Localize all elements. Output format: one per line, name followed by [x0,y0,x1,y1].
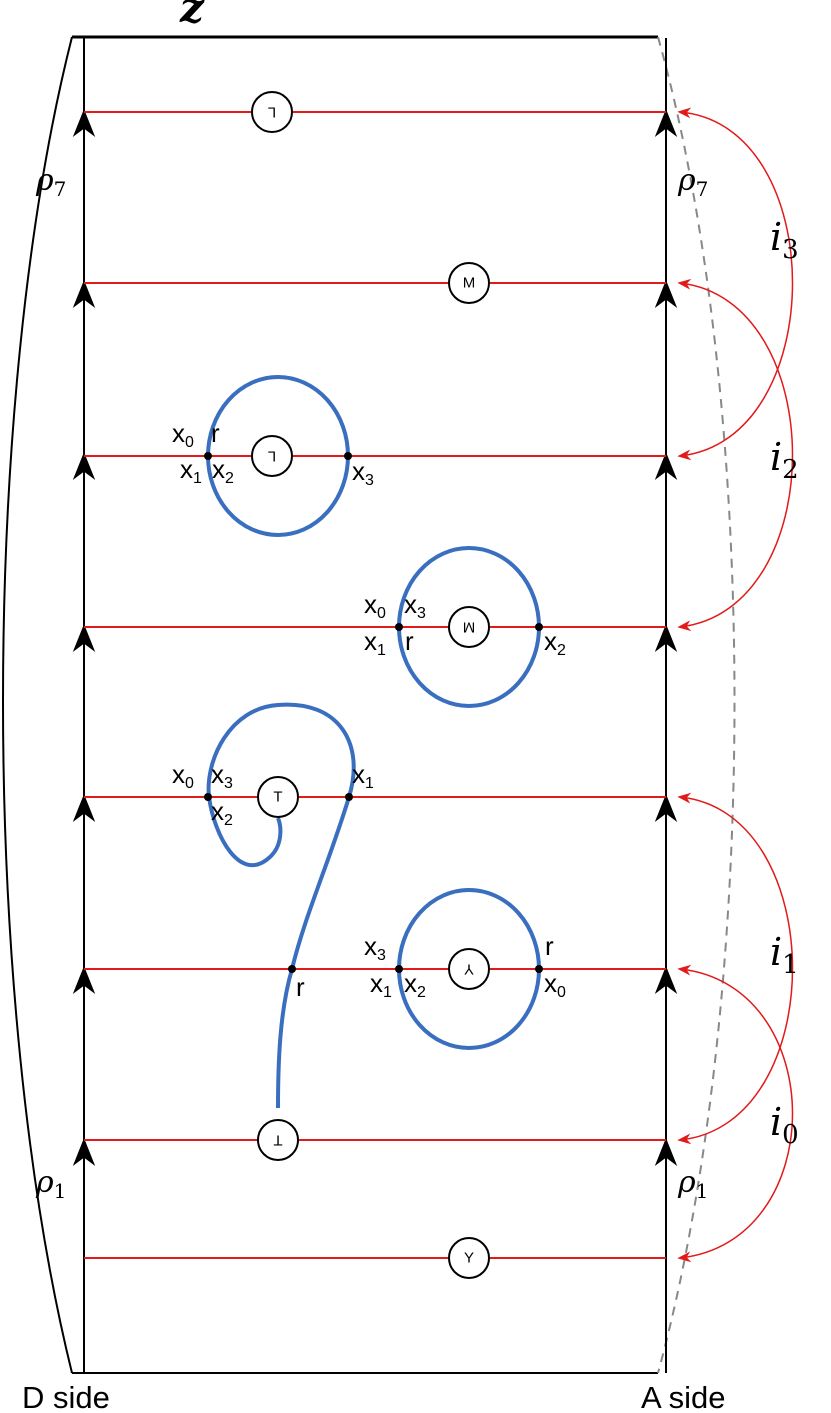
pt-p2-x3: x3 [404,589,426,622]
pt-p1-x2: x2 [212,454,234,487]
node-label-L-top: L [268,104,276,121]
arrow-i2 [677,278,794,632]
node-circle-M-plain [448,262,490,304]
top-label: z [179,0,205,32]
arrow-i1 [677,792,794,1145]
junction-points [204,452,543,973]
pt-p2-x1: x1 [364,626,386,659]
pt-p3-x2: x2 [211,796,233,829]
pt-p1-x1: x1 [180,454,202,487]
arrow-i3 [677,107,794,461]
label-i3: i3 [770,215,799,265]
pt-p1-r: r [211,418,220,448]
cylinder-frame [2,35,736,1374]
arrow-i0 [677,964,794,1263]
pt-p3-x0: x0 [172,759,194,792]
pt-p4-x0: x0 [544,968,566,1001]
node-label-T-rot: T [273,1132,282,1149]
node-label-Y-rot: Y [464,961,474,978]
pt-p4-x2: x2 [404,968,426,1001]
node-circle-T-rot [257,1119,299,1161]
pt-p4-r: r [545,931,554,961]
red-horizontal-lines [84,111,666,1259]
node-circles [251,91,490,1279]
pt-p3-x1: x1 [352,759,374,792]
pt-p2-r: r [405,626,414,656]
rho-bottom-right: ρ1 [677,1165,708,1203]
node-circle-T-plain [257,776,299,818]
identification-arrows [677,107,794,1263]
rho-bottom-left: ρ1 [35,1165,66,1203]
node-circle-Y-rot [448,948,490,990]
pt-p1-x0: x0 [172,418,194,451]
node-label-M-rot: M [463,619,476,636]
blue-tail-curve [206,702,356,1109]
pt-p4-x3: x3 [364,931,386,964]
left-ellipse-arc [2,36,73,1374]
node-circle-M-rot [448,606,490,648]
pt-p2-x2: x2 [544,626,566,659]
side-label-a: A side [641,1380,725,1413]
right-dashed-arc [657,36,736,1374]
pt-p4-r-mid: r [296,972,305,1002]
pt-p2-x0: x0 [364,589,386,622]
node-label-M-plain: M [463,275,476,292]
side-label-d: D side [22,1380,110,1413]
node-circle-Y-plain [448,1237,490,1279]
label-i1: i1 [770,930,799,980]
pt-p1-x3: x3 [352,456,374,489]
node-label-T-plain: T [273,789,282,806]
node-circle-L-top [251,91,293,133]
pt-p3-x3: x3 [211,759,233,792]
label-i2: i2 [770,435,799,485]
node-label-L-rot: L [268,448,276,465]
rho-top-left: ρ7 [35,163,66,201]
pt-p4-x1: x1 [370,968,392,1001]
rho-top-right: ρ7 [677,163,708,201]
node-label-Y-plain: Y [464,1250,474,1267]
label-i0: i0 [770,1100,799,1150]
node-circle-L-rot [251,435,293,477]
